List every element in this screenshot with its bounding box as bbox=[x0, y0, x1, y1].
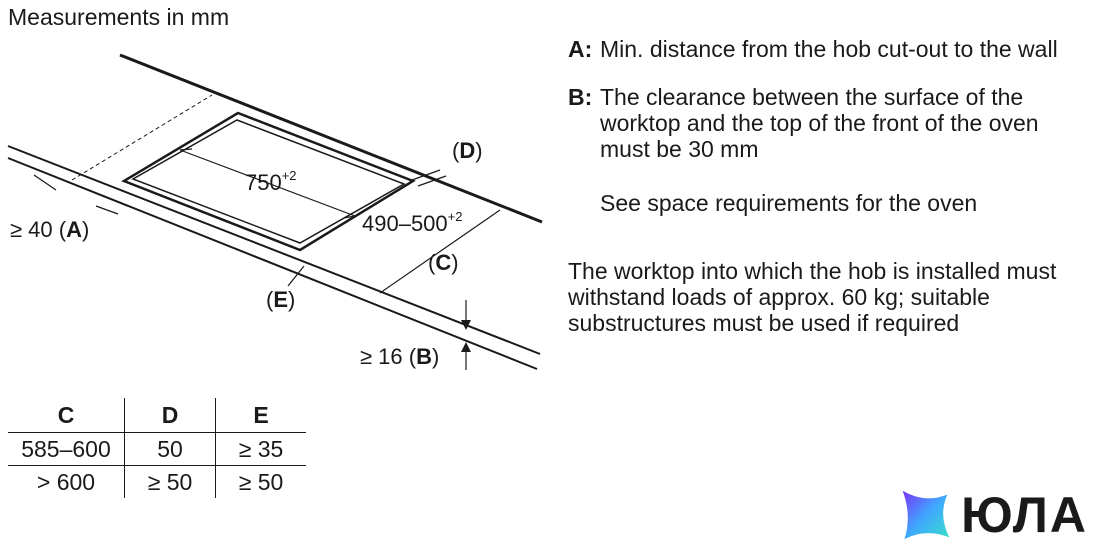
note-b-text: The clearance between the surface of the… bbox=[600, 84, 1039, 162]
a-dimension-tick-2 bbox=[95, 205, 119, 215]
table-cell: ≥ 50 bbox=[215, 465, 306, 498]
width-label: 750+2 bbox=[245, 168, 297, 195]
brand-logo: ЮЛА bbox=[897, 486, 1088, 544]
table-header-row: C D E bbox=[8, 398, 306, 433]
d-label: (D) bbox=[452, 138, 483, 163]
b-label: ≥ 16 (B) bbox=[360, 344, 439, 369]
table-header-d: D bbox=[124, 398, 216, 433]
oven-note: See space requirements for the oven bbox=[600, 190, 978, 216]
note-a: A: Min. distance from the hob cut-out to… bbox=[568, 36, 1088, 62]
a-label: ≥ 40 (A) bbox=[10, 217, 89, 242]
a-dimension-tick-1 bbox=[33, 174, 57, 191]
worktop-back-edge bbox=[119, 53, 543, 224]
depth-dimension-line bbox=[311, 185, 406, 243]
worktop-front-top-edge bbox=[7, 145, 541, 355]
load-note: The worktop into which the hob is instal… bbox=[568, 258, 1057, 336]
e-label: (E) bbox=[266, 287, 295, 312]
depth-label: 490–500+2 bbox=[362, 209, 462, 236]
wall-reference-dashed bbox=[71, 94, 213, 181]
worktop-front-bottom-edge bbox=[7, 157, 538, 370]
worktop-cutout-diagram: 750+2 490–500+2 (D) (C) (E) ≥ 40 (A) ≥ 1… bbox=[7, 53, 543, 370]
note-b: B: The clearance between the surface of … bbox=[568, 84, 1088, 162]
clearance-table: C D E 585–600 50 ≥ 35 > 600 ≥ 50 ≥ 50 bbox=[8, 398, 306, 498]
c-dimension-line bbox=[379, 209, 501, 294]
c-label: (C) bbox=[428, 250, 459, 275]
table-cell: > 600 bbox=[8, 465, 125, 498]
note-a-text: Min. distance from the hob cut-out to th… bbox=[600, 36, 1058, 62]
hob-cutout-inner bbox=[131, 119, 406, 244]
page-title: Measurements in mm bbox=[8, 4, 230, 30]
hob-cutout-outer bbox=[121, 111, 416, 252]
table-row: 585–600 50 ≥ 35 bbox=[8, 432, 306, 466]
logo-wordmark: ЮЛА bbox=[961, 487, 1088, 543]
note-b-key: B: bbox=[568, 84, 593, 110]
table-cell: ≥ 35 bbox=[215, 432, 306, 466]
d-dimension-line bbox=[411, 169, 441, 181]
logo-star-icon bbox=[902, 490, 950, 540]
note-a-key: A: bbox=[568, 36, 593, 62]
table-header-e: E bbox=[215, 398, 306, 433]
table-cell: ≥ 50 bbox=[124, 465, 216, 498]
width-dimension-line bbox=[179, 149, 356, 217]
e-dimension-line bbox=[287, 265, 305, 287]
table-cell: 50 bbox=[124, 432, 216, 466]
table-header-c: C bbox=[57, 401, 75, 428]
table-row: > 600 ≥ 50 ≥ 50 bbox=[8, 465, 306, 498]
notes-panel: A: Min. distance from the hob cut-out to… bbox=[568, 36, 1088, 336]
table-cell: 585–600 bbox=[8, 432, 125, 466]
